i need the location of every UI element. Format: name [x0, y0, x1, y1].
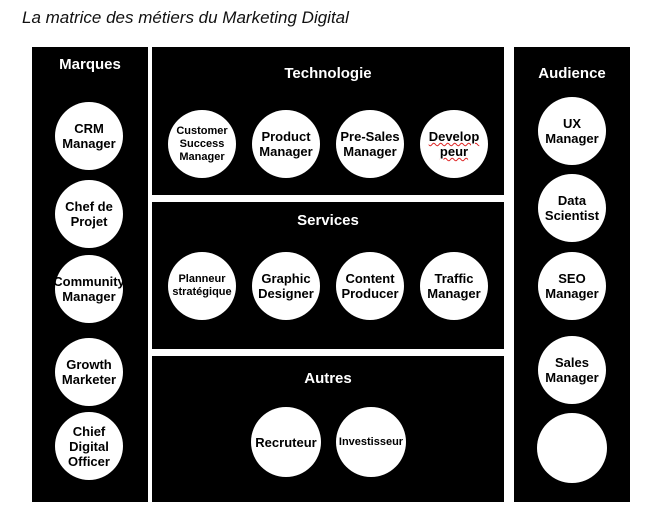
role-customer-success-manager: Customer Success Manager [168, 110, 236, 178]
role-recruteur: Recruteur [251, 407, 321, 477]
panel-audience: Audience UX Manager Data Scientist SEO M… [514, 47, 630, 502]
role-seo-manager: SEO Manager [538, 252, 606, 320]
role-planneur-strategique: Planneur stratégique [168, 252, 236, 320]
role-content-producer: Content Producer [336, 252, 404, 320]
role-developpeur-label: Develop peur [428, 129, 480, 159]
role-traffic-manager: Traffic Manager [420, 252, 488, 320]
role-graphic-designer: Graphic Designer [252, 252, 320, 320]
role-empty-slot [537, 413, 607, 483]
panel-marques: Marques CRM Manager Chef de Projet Commu… [32, 47, 148, 502]
role-chief-digital-officer: Chief Digital Officer [55, 412, 123, 480]
role-chef-de-projet: Chef de Projet [55, 180, 123, 248]
role-sales-manager: Sales Manager [538, 336, 606, 404]
role-crm-manager: CRM Manager [55, 102, 123, 170]
panel-autres-title: Autres [304, 370, 352, 387]
role-product-manager: Product Manager [252, 110, 320, 178]
role-pre-sales-manager: Pre-Sales Manager [336, 110, 404, 178]
role-data-scientist: Data Scientist [538, 174, 606, 242]
role-community-manager: Community Manager [53, 255, 125, 323]
panel-autres: Autres Recruteur Investisseur [152, 356, 504, 502]
panel-audience-title: Audience [538, 65, 606, 82]
panel-technologie: Technologie Customer Success Manager Pro… [152, 47, 504, 195]
panel-services-title: Services [297, 212, 359, 229]
role-ux-manager: UX Manager [538, 97, 606, 165]
panel-marques-title: Marques [59, 56, 121, 73]
panel-technologie-title: Technologie [284, 65, 372, 82]
role-developpeur: Develop peur [420, 110, 488, 178]
role-growth-marketer: Growth Marketer [55, 338, 123, 406]
page-title: La matrice des métiers du Marketing Digi… [22, 8, 349, 27]
role-investisseur: Investisseur [336, 407, 406, 477]
panel-services: Services Planneur stratégique Graphic De… [152, 202, 504, 349]
